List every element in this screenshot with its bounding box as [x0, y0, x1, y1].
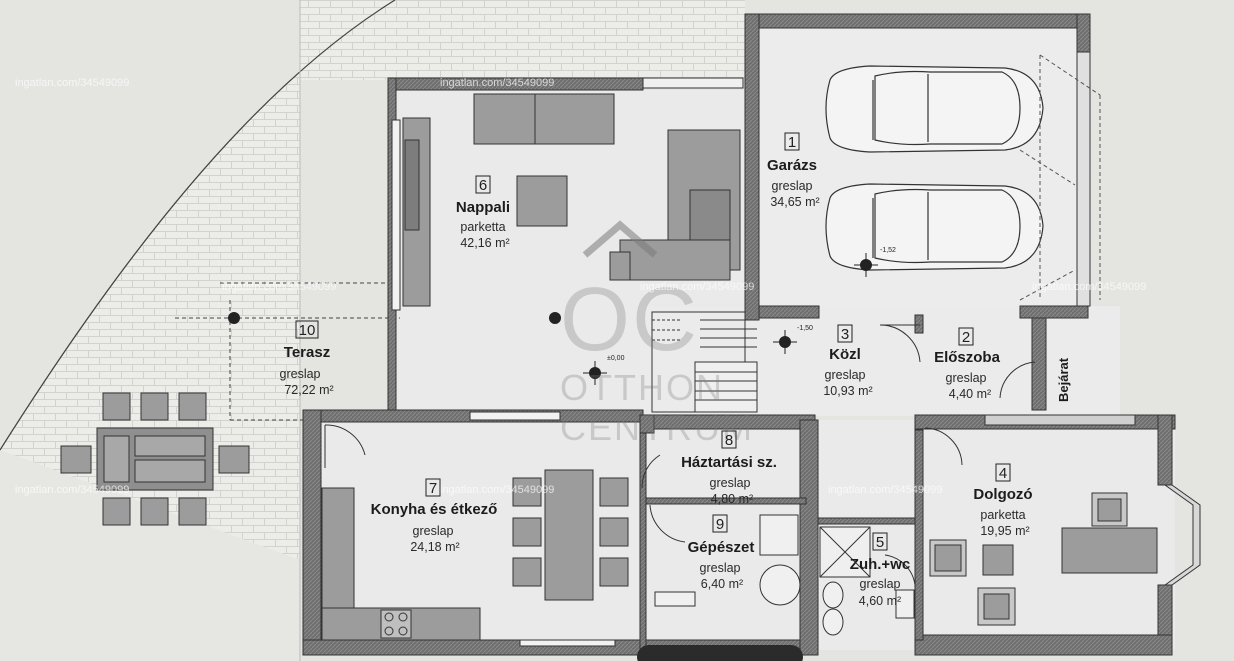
coffee-table [516, 175, 568, 227]
watermark: ingatlan.com/34549099 [15, 484, 129, 496]
room-label-dolgozo: 4 Dolgozó parketta 19,95 m² [973, 463, 1033, 538]
room-name: Háztartási sz. [681, 454, 777, 471]
watermark: ingatlan.com/34549099 [1032, 281, 1146, 293]
kitchen-furniture [321, 469, 629, 641]
room-name: Terasz [284, 344, 330, 361]
room-area: 4,60 m² [859, 594, 901, 608]
sideboard [473, 93, 615, 145]
room-material: greslap [413, 524, 454, 538]
room-area: 6,40 m² [701, 577, 743, 591]
room-number: 4 [999, 465, 1007, 482]
room-label-haztartasi: 8 Háztartási sz. greslap 4,80 m² [681, 430, 777, 506]
room-material: parketta [980, 508, 1025, 522]
room-number: 10 [299, 322, 316, 339]
dining-table [544, 469, 594, 601]
living-room-furniture [402, 93, 741, 307]
room-label-eloszoba: 2 Előszoba greslap 4,40 m² [934, 327, 1001, 401]
level-ground: ±0,00 [607, 355, 625, 362]
kitchen-counter [321, 487, 355, 609]
column-marker [549, 312, 561, 324]
room-label-garage: 1 Garázs greslap 34,65 m² [767, 132, 820, 209]
otthon-centrum-logo: OC OTTHON CENTRUM [560, 220, 754, 448]
room-name: Közl [829, 346, 861, 363]
room-area: 4,40 m² [949, 387, 991, 401]
watermark: ingatlan.com/34549099 [640, 281, 754, 293]
room-material: greslap [772, 179, 813, 193]
image-counter-pill [637, 645, 803, 661]
room-material: greslap [946, 371, 987, 385]
fixtures [654, 514, 915, 636]
level-stair: -1,50 [797, 325, 813, 332]
garage-cars [825, 65, 1044, 271]
watermarks: ingatlan.com/34549099 ingatlan.com/34549… [15, 77, 1146, 496]
entrance-label: Bejárat [1056, 357, 1071, 402]
room-area: 72,22 m² [284, 383, 333, 397]
room-material: greslap [710, 476, 751, 490]
room-label-nappali: 6 Nappali parketta 42,16 m² [456, 175, 510, 250]
level-garage: -1,52 [880, 247, 896, 254]
room-material: greslap [825, 368, 866, 382]
room-area: 19,95 m² [980, 524, 1029, 538]
staircase [651, 311, 758, 413]
room-name: Zuh.+wc [850, 556, 910, 573]
room-area: 42,16 m² [460, 236, 509, 250]
logo-line2: CENTRUM [560, 407, 754, 448]
windows [391, 51, 1136, 647]
room-label-gepeszet: 9 Gépészet greslap 6,40 m² [688, 514, 755, 591]
room-name: Garázs [767, 157, 817, 174]
logo-line1: OTTHON [560, 367, 724, 408]
logo-mark: OC [560, 270, 699, 370]
room-area: 4,80 m² [711, 492, 753, 506]
room-name: Dolgozó [973, 486, 1032, 503]
office-furniture [929, 492, 1158, 626]
watermark: ingatlan.com/34549099 [440, 77, 554, 89]
room-name: Gépészet [688, 539, 755, 556]
room-area: 34,65 m² [770, 195, 819, 209]
doors [324, 324, 1036, 586]
room-name: Előszoba [934, 349, 1001, 366]
room-label-zuhany: 5 Zuh.+wc greslap 4,60 m² [850, 532, 910, 608]
room-number: 9 [716, 516, 724, 533]
watermark: ingatlan.com/34549099 [828, 484, 942, 496]
room-material: greslap [700, 561, 741, 575]
room-number: 2 [962, 329, 970, 346]
room-number: 7 [429, 480, 437, 497]
garage-door-swing [1019, 54, 1101, 301]
room-name: Nappali [456, 199, 510, 216]
room-area: 10,93 m² [823, 384, 872, 398]
room-material: greslap [860, 577, 901, 591]
room-area: 24,18 m² [410, 540, 459, 554]
room-material: parketta [460, 220, 505, 234]
bay-window [1163, 484, 1201, 586]
watermark: ingatlan.com/34549099 [15, 77, 129, 89]
terrace-furniture [60, 392, 250, 526]
room-number: 1 [788, 134, 796, 151]
room-number: 5 [876, 534, 884, 551]
room-number: 8 [725, 432, 733, 449]
watermark: ingatlan.com/34549099 [222, 281, 336, 293]
level-cross-lines [583, 253, 878, 385]
room-label-konyha: 7 Konyha és étkező greslap 24,18 m² [371, 478, 498, 554]
room-name: Konyha és étkező [371, 501, 498, 518]
walls [302, 13, 1176, 656]
column-marker [228, 312, 240, 324]
terrace-outline [175, 282, 400, 421]
room-material: greslap [280, 367, 321, 381]
watermark: ingatlan.com/34549099 [440, 484, 554, 496]
desk [1061, 527, 1158, 574]
room-label-terasz: 10 Terasz greslap 72,22 m² [280, 320, 334, 397]
room-number: 3 [841, 326, 849, 343]
room-number: 6 [479, 177, 487, 194]
room-label-kozl: 3 Közl greslap 10,93 m² [823, 324, 873, 398]
